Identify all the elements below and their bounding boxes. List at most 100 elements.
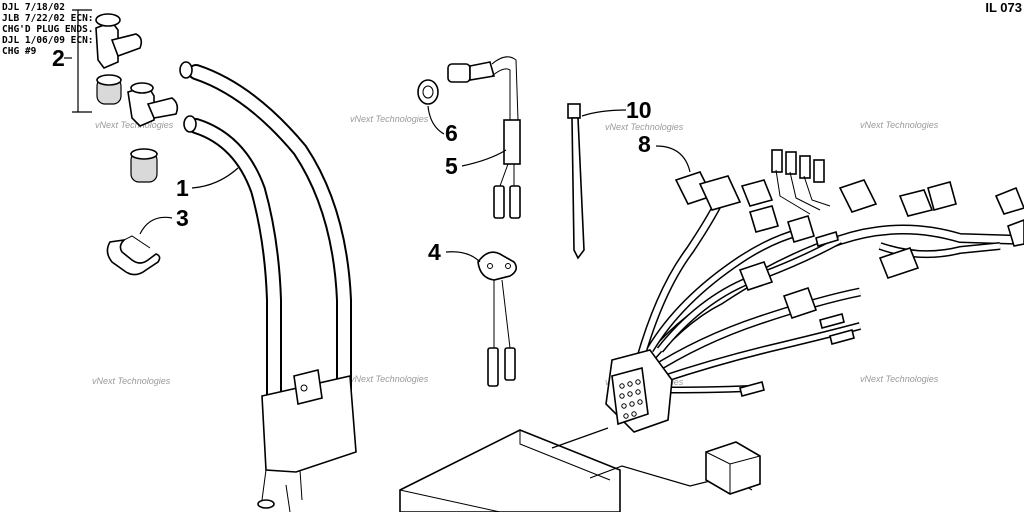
callout-3: 3 — [176, 205, 189, 231]
washer-hole — [422, 85, 434, 99]
ht-lead-inner — [190, 120, 280, 406]
harness-connector — [738, 261, 774, 291]
watermark: vNext Technologies — [92, 376, 171, 386]
revision-note: CHG'D PLUG ENDS. — [2, 24, 94, 35]
harness-connector — [838, 179, 878, 213]
harness-connector — [782, 286, 818, 320]
harness-terminal — [785, 151, 797, 175]
callout-10: 10 — [626, 97, 652, 123]
switch-terminal — [487, 347, 499, 387]
part-6-washer: 6 — [417, 79, 458, 146]
coil-body — [261, 375, 357, 473]
switch-body — [477, 251, 518, 281]
ht-lead-outer — [188, 118, 282, 408]
harness-terminal — [771, 149, 783, 173]
boot-body — [705, 441, 761, 495]
clip-body — [106, 238, 161, 276]
watermark: vNext Technologies — [350, 114, 429, 124]
harness-terminal — [799, 155, 811, 179]
sensor-terminal — [493, 185, 505, 219]
plug-cap-elbow — [146, 97, 179, 119]
harness-connectors — [674, 171, 1024, 320]
callout-6: 6 — [445, 120, 458, 146]
callout-8: 8 — [638, 131, 651, 157]
watermark: vNext Technologies — [350, 374, 429, 384]
leader-line — [139, 216, 173, 235]
coil-terminal-block — [293, 369, 323, 405]
harness-branches — [635, 197, 1024, 394]
harness-terminal — [739, 381, 765, 397]
harness-terminal — [813, 159, 825, 183]
switch-hole — [505, 263, 511, 269]
harness-connector — [698, 175, 742, 211]
illustration-id: IL 073 — [985, 0, 1022, 15]
revision-notes: DJL 7/18/02 JLB 7/22/02 ECN: CHG'D PLUG … — [2, 2, 94, 57]
control-box — [399, 427, 753, 512]
ht-lead-inner — [190, 66, 350, 406]
watermark: vNext Technologies — [860, 120, 939, 130]
sensor-lead — [491, 68, 511, 120]
harness-branch-fill — [879, 243, 1001, 257]
part-3-clip: 3 — [106, 205, 189, 276]
harness-terminal — [815, 230, 839, 248]
harness-connector — [740, 179, 774, 207]
part-4-switch: 4 — [428, 239, 518, 387]
harness-branch-fill — [637, 198, 723, 361]
harness-branch-fill — [659, 323, 861, 383]
harness-connector — [994, 186, 1024, 215]
harness-branch-fill — [647, 229, 801, 352]
bracket-line — [78, 9, 92, 113]
control-box-edges — [399, 430, 611, 512]
part-5-sensor: 5 — [445, 56, 521, 219]
coil-wire-end — [257, 499, 275, 509]
coil-screw — [300, 384, 308, 392]
plug-cap-elbow — [110, 33, 143, 58]
callout-2: 2 — [52, 45, 65, 71]
terminal-wires — [775, 169, 831, 215]
plug-cap-top — [130, 82, 154, 94]
harness-connector — [787, 215, 815, 243]
harness-terminals — [739, 149, 855, 397]
harness-connector — [1007, 219, 1024, 247]
sensor-body — [447, 63, 471, 83]
leader-line — [191, 167, 239, 189]
harness-branch-fill — [648, 289, 861, 375]
switch-terminal — [504, 347, 516, 381]
callout-5: 5 — [445, 153, 458, 179]
main-harness-connector — [605, 349, 673, 433]
harness-connector — [927, 181, 957, 211]
clip-edge — [123, 235, 151, 249]
leader-line — [581, 109, 627, 117]
lead-end — [183, 115, 197, 133]
leader-line — [551, 427, 609, 449]
revision-note: DJL 1/06/09 ECN: — [2, 35, 94, 46]
sensor-terminal — [509, 185, 521, 219]
switch-hole — [487, 263, 493, 269]
watermark: vNext Technologies — [860, 374, 939, 384]
revision-note: DJL 7/18/02 — [2, 2, 65, 13]
part-10-cable-tie: 10 — [567, 97, 652, 260]
callout-4: 4 — [428, 239, 441, 265]
switch-leads — [493, 279, 511, 349]
sensor-sleeve — [503, 119, 521, 165]
harness-connector — [898, 189, 934, 217]
leader-line — [427, 105, 445, 135]
plug-cap-top — [95, 13, 121, 27]
tie-head — [567, 103, 581, 119]
coil-wires — [261, 469, 303, 512]
lead-end — [179, 61, 193, 79]
sensor-lead — [499, 163, 515, 187]
harness-connector — [748, 205, 780, 233]
revision-note: JLB 7/22/02 ECN: — [2, 13, 94, 24]
watermark: vNext Technologies — [605, 122, 684, 132]
main-connector-pins — [619, 379, 643, 419]
plug-boot-top — [130, 148, 158, 160]
part-2-spark-plug-caps: 2 — [52, 9, 179, 183]
control-box-body — [399, 429, 621, 512]
sensor-nut — [469, 61, 496, 81]
boot-edges — [705, 451, 761, 494]
callout-1: 1 — [176, 175, 189, 201]
part-1-ignition-coil: 1 — [176, 61, 357, 512]
plug-boot-top — [96, 74, 122, 86]
